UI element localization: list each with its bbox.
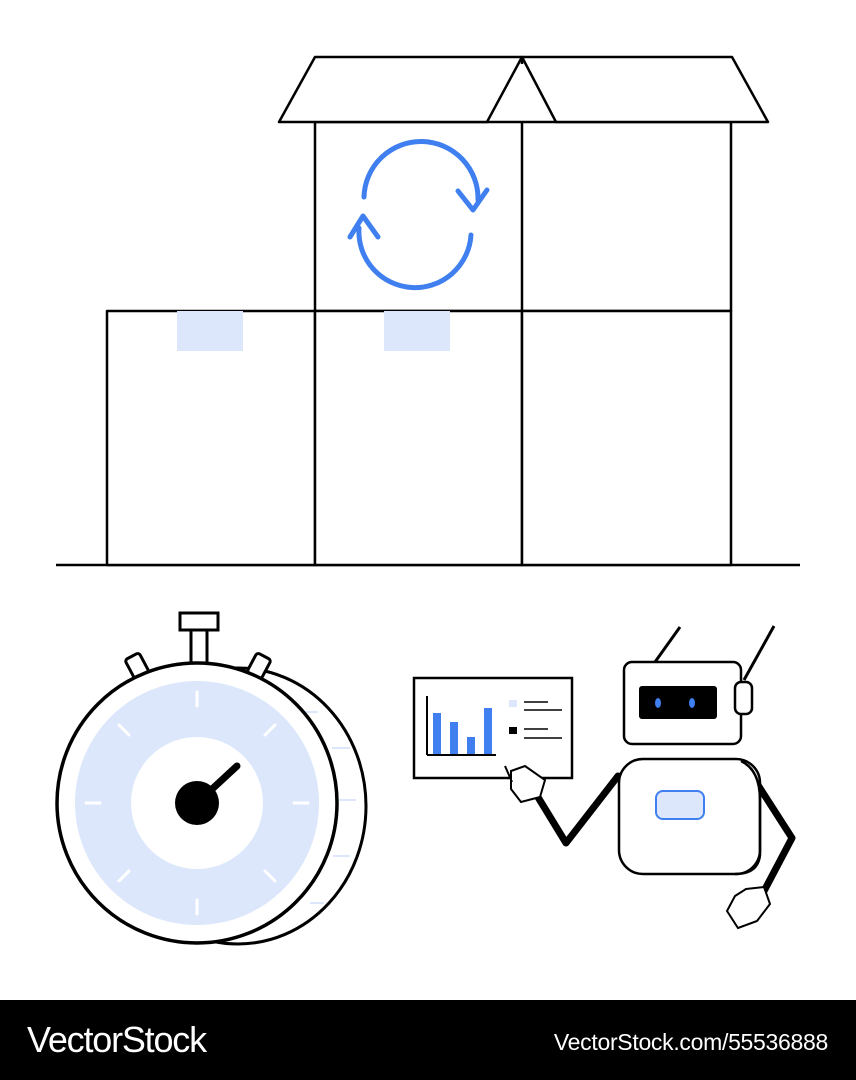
sync-arrows-icon <box>347 139 490 291</box>
chart-bar <box>467 737 475 754</box>
chart-bar <box>450 722 458 754</box>
box-tape <box>384 311 450 351</box>
chart-legend <box>509 700 562 739</box>
box-tape <box>177 311 243 351</box>
top-open-box <box>277 55 770 313</box>
legend-swatch-light <box>509 700 517 707</box>
robot-arm-left <box>529 772 622 847</box>
robot-hand-left <box>510 764 547 804</box>
robot-eye-left <box>655 698 661 708</box>
illustration <box>55 55 800 946</box>
stopwatch-ticks <box>84 690 310 916</box>
robot-chest-panel <box>655 790 705 820</box>
chart-bar <box>433 713 441 754</box>
robot <box>504 625 796 930</box>
robot-ear <box>733 680 754 716</box>
box-bottom-right <box>520 309 733 567</box>
robot-antenna-right <box>742 625 776 681</box>
chart-bar <box>484 708 492 754</box>
robot-eye-right <box>689 698 695 708</box>
stopwatch <box>55 611 368 946</box>
boxes-scene <box>56 55 800 567</box>
box-bottom-left <box>105 309 317 567</box>
robot-antenna-left <box>653 626 682 663</box>
box-bottom-middle <box>313 309 524 567</box>
stopwatch-crown-button <box>178 611 220 632</box>
legend-swatch-dark <box>509 727 517 734</box>
stopwatch-center-pin <box>175 781 219 825</box>
robot-visor <box>639 686 717 719</box>
vectorstock-logo: VectorStock <box>27 1019 207 1060</box>
robot-hand-right <box>725 885 772 930</box>
watermark-footer: VectorStock VectorStock.com/55536888 <box>0 1000 856 1080</box>
stopwatch-stem <box>189 628 209 668</box>
chart-board <box>412 676 574 780</box>
robot-arm-right <box>752 778 796 897</box>
image-id-text: VectorStock.com/55536888 <box>553 1029 828 1055</box>
chart-bars <box>433 708 492 754</box>
